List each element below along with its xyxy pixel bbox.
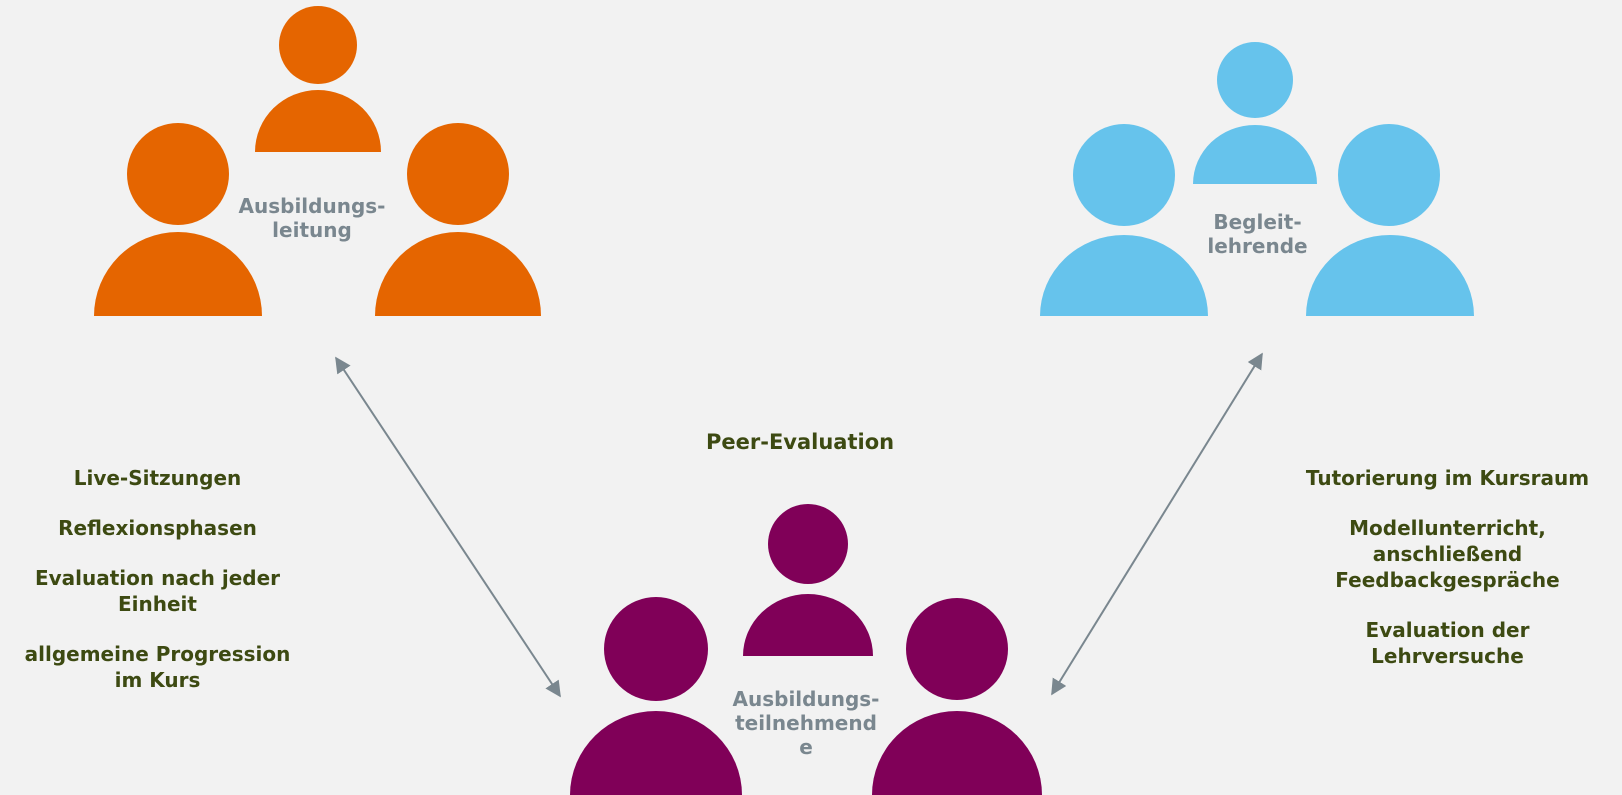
group-begleitlehrende-icon — [1040, 42, 1474, 316]
label-teilnehmende-line2: teilnehmend — [735, 711, 877, 735]
arrow-begleit-teilnehmende — [1051, 352, 1263, 696]
left-item-evaluation-line1: Evaluation nach jeder — [34, 566, 281, 590]
label-begleit-line2: lehrende — [1207, 234, 1308, 258]
right-item-modellunterricht-line2: anschließend — [1372, 542, 1523, 566]
right-item-evaluation-line1: Evaluation der — [1365, 618, 1530, 642]
group-ausbildungsteilnehmende-icon — [570, 504, 1042, 795]
left-item-live-sitzungen: Live-Sitzungen — [73, 466, 242, 490]
left-item-evaluation-line2: Einheit — [118, 592, 197, 616]
label-leitung-line2: leitung — [272, 218, 352, 242]
label-leitung-line1: Ausbildungs- — [238, 194, 386, 218]
left-item-reflexionsphasen: Reflexionsphasen — [58, 516, 257, 540]
left-item-progression-line1: allgemeine Progression — [24, 642, 291, 666]
label-begleitlehrende: Begleit- lehrende — [1180, 210, 1335, 258]
arrow-leitung-teilnehmende — [335, 356, 561, 698]
label-teilnehmende-line1: Ausbildungs- — [732, 687, 880, 711]
left-activity-list: Live-Sitzungen Reflexionsphasen Evaluati… — [0, 465, 315, 717]
right-item-evaluation: Evaluation der Lehrversuche — [1285, 617, 1610, 669]
label-ausbildungsleitung: Ausbildungs- leitung — [222, 194, 402, 242]
right-item-evaluation-line2: Lehrversuche — [1371, 644, 1524, 668]
right-activity-list: Tutorierung im Kursraum Modellunterricht… — [1285, 465, 1610, 693]
right-item-modellunterricht-line1: Modellunterricht, — [1349, 516, 1546, 540]
left-item-progression-line2: im Kurs — [114, 668, 201, 692]
right-item-tutorierung: Tutorierung im Kursraum — [1305, 466, 1590, 490]
group-ausbildungsleitung-icon — [94, 6, 541, 316]
label-teilnehmende-line3: e — [799, 735, 813, 759]
right-item-modellunterricht: Modellunterricht, anschließend Feedbackg… — [1285, 515, 1610, 593]
label-ausbildungsteilnehmende: Ausbildungs- teilnehmend e — [716, 687, 896, 759]
peer-evaluation-label: Peer-Evaluation — [706, 430, 895, 454]
label-begleit-line1: Begleit- — [1213, 210, 1302, 234]
right-item-modellunterricht-line3: Feedbackgespräche — [1335, 568, 1560, 592]
left-item-progression: allgemeine Progression im Kurs — [0, 641, 315, 693]
left-item-evaluation: Evaluation nach jeder Einheit — [0, 565, 315, 617]
